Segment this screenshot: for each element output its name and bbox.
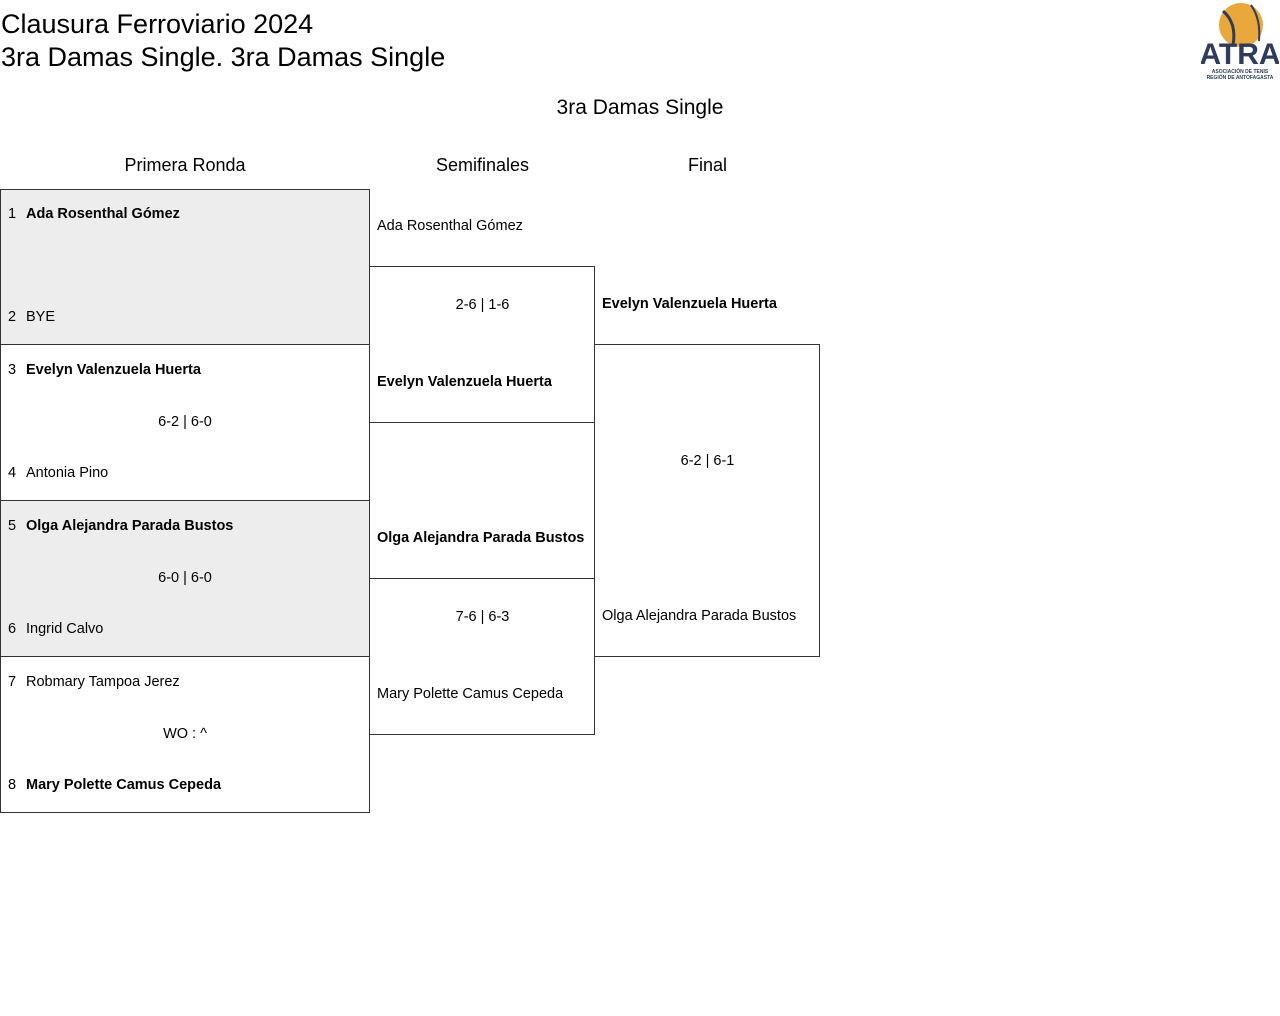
- final-player: Evelyn Valenzuela Huerta: [602, 296, 777, 312]
- seed-number: 2: [8, 309, 17, 325]
- player-entry: 1 Ada Rosenthal Gómez: [8, 206, 180, 222]
- match-score: WO : ^: [163, 726, 207, 742]
- player-entry: 6 Ingrid Calvo: [8, 621, 103, 637]
- draw-title: 3ra Damas Single: [556, 96, 724, 119]
- seed-number: 5: [8, 518, 17, 534]
- seed-number: 6: [8, 621, 17, 637]
- player-entry: 7 Robmary Tampoa Jerez: [8, 674, 180, 690]
- player-name: Robmary Tampoa Jerez: [26, 674, 180, 690]
- round-header-primera-ronda: Primera Ronda: [124, 155, 246, 175]
- player-name: Antonia Pino: [26, 465, 109, 481]
- seed-number: 4: [8, 465, 17, 481]
- logo-subtext: REGIÓN DE ANTOFAGASTA: [1207, 73, 1274, 81]
- round-header-final: Final: [687, 155, 727, 175]
- match-score: 6-2 | 6-1: [680, 453, 735, 469]
- final-player: Olga Alejandra Parada Bustos: [602, 608, 797, 624]
- player-name: Ada Rosenthal Gómez: [26, 206, 180, 222]
- player-entry: 2 BYE: [8, 309, 55, 325]
- player-name: BYE: [26, 309, 56, 325]
- seed-number: 7: [8, 674, 17, 690]
- player-name: Evelyn Valenzuela Huerta: [26, 362, 201, 378]
- atra-logo: ATRA ASOCIACIÓN DE TENIS REGIÓN DE ANTOF…: [1199, 1, 1280, 83]
- match-score: 7-6 | 6-3: [455, 609, 510, 625]
- player-name: Olga Alejandra Parada Bustos: [26, 518, 234, 534]
- match-score: 2-6 | 1-6: [455, 297, 510, 313]
- player-name: Mary Polette Camus Cepeda: [26, 777, 222, 793]
- match-score: 6-2 | 6-0: [158, 414, 212, 430]
- semifinal-player: Mary Polette Camus Cepeda: [377, 686, 564, 702]
- tournament-title: Clausura Ferroviario 2024: [1, 9, 314, 39]
- tennis-ball-icon: ATRA ASOCIACIÓN DE TENIS REGIÓN DE ANTOF…: [1199, 3, 1280, 81]
- semifinal-player: Ada Rosenthal Gómez: [377, 218, 523, 234]
- player-entry: 5 Olga Alejandra Parada Bustos: [8, 518, 233, 534]
- round-header-semifinales: Semifinales: [435, 155, 530, 175]
- player-entry: 4 Antonia Pino: [8, 465, 108, 481]
- player-entry: 8 Mary Polette Camus Cepeda: [8, 777, 221, 793]
- final-bracket: [594, 344, 820, 657]
- semifinal-bracket: [369, 578, 595, 735]
- semifinal-player: Evelyn Valenzuela Huerta: [377, 374, 552, 390]
- category-title: 3ra Damas Single. 3ra Damas Single: [1, 42, 446, 72]
- logo-subtext: ASOCIACIÓN DE TENIS: [1212, 67, 1269, 75]
- match-score: 6-0 | 6-0: [158, 570, 212, 586]
- semifinal-player: Olga Alejandra Parada Bustos: [377, 530, 585, 546]
- player-entry: 3 Evelyn Valenzuela Huerta: [8, 362, 201, 378]
- seed-number: 3: [8, 362, 17, 378]
- logo-text: ATRA: [1201, 38, 1279, 71]
- seed-number: 1: [8, 206, 17, 222]
- player-name: Ingrid Calvo: [26, 621, 104, 637]
- semifinal-bracket: [369, 266, 595, 423]
- seed-number: 8: [8, 777, 17, 793]
